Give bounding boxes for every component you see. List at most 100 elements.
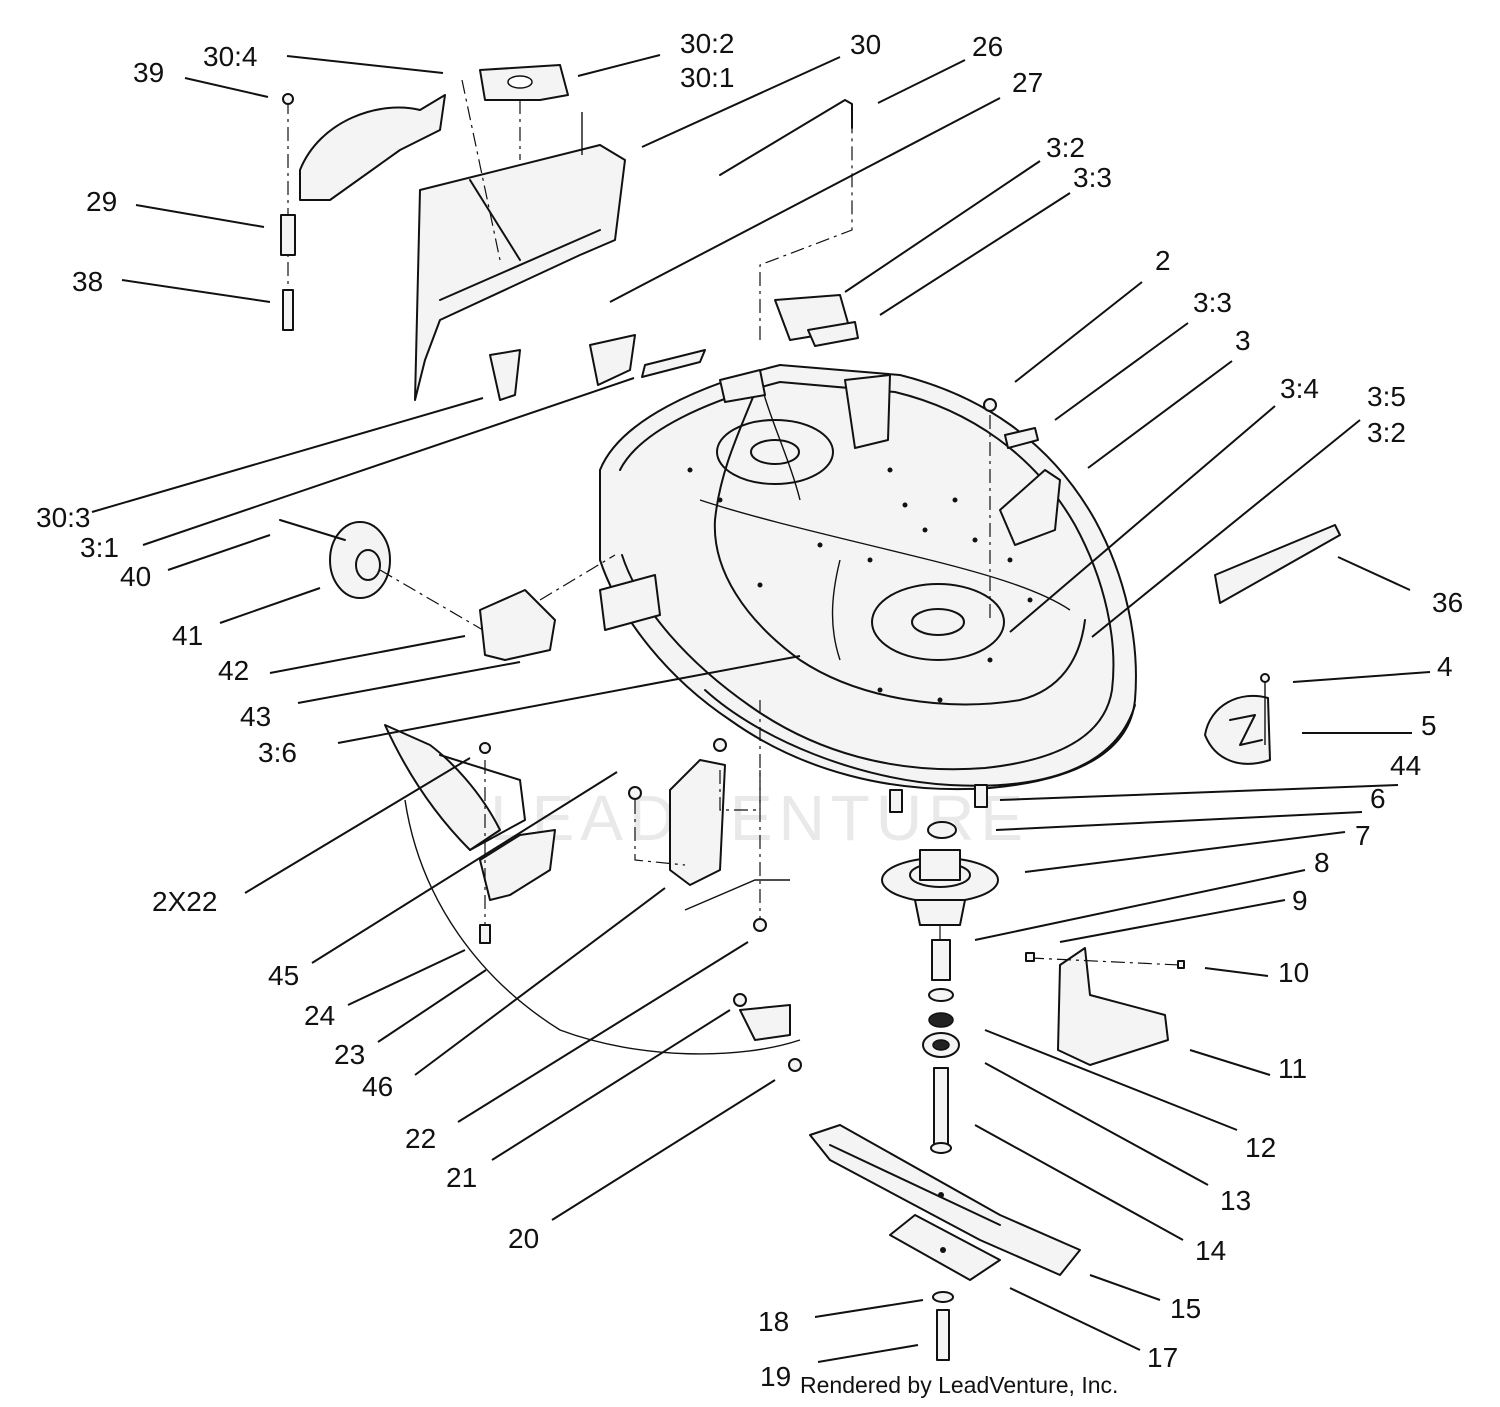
leader-line-3-5 bbox=[1091, 419, 1361, 638]
callout-38: 38 bbox=[72, 266, 103, 297]
leader-line-30-2 bbox=[577, 54, 661, 77]
leader-line-3-6 bbox=[337, 655, 801, 744]
leader-line-24 bbox=[347, 949, 466, 1006]
callout-2: 2 bbox=[1155, 245, 1171, 276]
callout-27: 27 bbox=[1012, 67, 1043, 98]
leader-line-45 bbox=[311, 771, 618, 964]
callout-3-5: 3:5 bbox=[1367, 381, 1406, 412]
leader-line-2x22 bbox=[244, 757, 471, 894]
center-bracket bbox=[628, 700, 790, 932]
callout-3: 3 bbox=[1235, 325, 1251, 356]
bracket-3 bbox=[999, 469, 1061, 546]
callout-46: 46 bbox=[362, 1071, 393, 1102]
callout-13: 13 bbox=[1220, 1185, 1251, 1216]
leader-line-12 bbox=[984, 1029, 1238, 1131]
spindle-assembly bbox=[809, 784, 1081, 1361]
leader-line-15 bbox=[1089, 1274, 1161, 1301]
leader-line-14 bbox=[974, 1124, 1184, 1241]
callout-41: 41 bbox=[172, 620, 203, 651]
callout-23: 23 bbox=[334, 1039, 365, 1070]
blade-shield bbox=[1025, 947, 1185, 1066]
decal-3-1 bbox=[641, 349, 706, 378]
leader-line-38 bbox=[121, 279, 271, 303]
callout-3-1: 3:1 bbox=[80, 532, 119, 563]
leader-line-3-4 bbox=[1009, 405, 1276, 633]
callout-9: 9 bbox=[1292, 885, 1308, 916]
callout-3-3-top: 3:3 bbox=[1073, 162, 1112, 193]
decal-3-3-right bbox=[1004, 427, 1039, 449]
leader-line-11 bbox=[1189, 1049, 1271, 1076]
callout-2x22: 2X22 bbox=[152, 886, 217, 917]
discharge-chute bbox=[414, 64, 636, 401]
callout-14: 14 bbox=[1195, 1235, 1226, 1266]
baffle-36 bbox=[1214, 524, 1341, 604]
callout-15: 15 bbox=[1170, 1293, 1201, 1324]
leader-line-20 bbox=[551, 1079, 776, 1221]
leader-line-7 bbox=[1024, 831, 1346, 873]
callout-26: 26 bbox=[972, 31, 1003, 62]
leader-line-30-3 bbox=[91, 397, 484, 513]
callout-10: 10 bbox=[1278, 957, 1309, 988]
leader-line-13 bbox=[984, 1062, 1209, 1186]
leader-line-42 bbox=[269, 635, 466, 674]
leader-line-19 bbox=[817, 1344, 919, 1363]
leader-line-36 bbox=[1337, 556, 1411, 591]
leader-line-46 bbox=[414, 887, 666, 1076]
callout-43: 43 bbox=[240, 701, 271, 732]
leader-line-27 bbox=[609, 97, 1001, 303]
callout-45: 45 bbox=[268, 960, 299, 991]
leader-line-23 bbox=[377, 969, 487, 1043]
callout-4: 4 bbox=[1437, 651, 1453, 682]
leader-line-4 bbox=[1292, 671, 1431, 683]
callout-30-1: 30:1 bbox=[680, 62, 735, 93]
deflector-assembly bbox=[280, 93, 446, 331]
callout-3-6: 3:6 bbox=[258, 737, 297, 768]
callout-24: 24 bbox=[304, 1000, 335, 1031]
callout-29: 29 bbox=[86, 186, 117, 217]
leader-line-30 bbox=[641, 56, 841, 148]
callout-39: 39 bbox=[133, 57, 164, 88]
callout-36: 36 bbox=[1432, 587, 1463, 618]
leader-line-22 bbox=[457, 941, 749, 1123]
callout-7: 7 bbox=[1355, 820, 1371, 851]
callout-42: 42 bbox=[218, 655, 249, 686]
leader-line-26 bbox=[877, 59, 966, 104]
leader-line-6 bbox=[995, 811, 1363, 831]
leader-line-2 bbox=[1014, 281, 1143, 383]
leader-line-3-2-top bbox=[844, 160, 1041, 293]
leader-line-3-3-right bbox=[1054, 322, 1189, 421]
callout-3-3-right: 3:3 bbox=[1193, 287, 1232, 318]
callout-20: 20 bbox=[508, 1223, 539, 1254]
leader-line-18 bbox=[814, 1299, 924, 1318]
callout-40: 40 bbox=[120, 561, 151, 592]
left-baffle bbox=[384, 724, 801, 1055]
callout-18: 18 bbox=[758, 1306, 789, 1337]
leader-line-30-4 bbox=[286, 55, 444, 74]
callout-19: 19 bbox=[760, 1361, 791, 1392]
leader-line-21 bbox=[491, 1009, 731, 1161]
callout-11: 11 bbox=[1278, 1053, 1307, 1084]
leader-line-29 bbox=[135, 204, 265, 228]
gauge-wheel bbox=[279, 519, 616, 661]
leader-line-3-1 bbox=[142, 377, 635, 546]
chute-rod bbox=[719, 99, 853, 340]
callout-3-2-top: 3:2 bbox=[1046, 132, 1085, 163]
leader-line-39 bbox=[184, 77, 269, 98]
leader-line-3-3-top bbox=[879, 192, 1071, 316]
watermark: LEADVENTURE bbox=[490, 782, 1029, 854]
callout-30-2: 30:2 bbox=[680, 28, 735, 59]
callout-5: 5 bbox=[1421, 710, 1437, 741]
callout-3-4: 3:4 bbox=[1280, 373, 1319, 404]
leader-line-17 bbox=[1009, 1287, 1141, 1351]
callout-44: 44 bbox=[1390, 750, 1421, 781]
leader-line-40 bbox=[167, 534, 271, 571]
leader-line-41 bbox=[219, 587, 321, 624]
plate-21 bbox=[739, 1004, 791, 1041]
decal-3-3 bbox=[807, 321, 859, 347]
callout-22: 22 bbox=[405, 1123, 436, 1154]
leader-line-43 bbox=[297, 661, 521, 704]
mower-deck bbox=[599, 364, 1137, 791]
cover-5 bbox=[1204, 694, 1271, 765]
leader-line-44 bbox=[999, 784, 1399, 801]
